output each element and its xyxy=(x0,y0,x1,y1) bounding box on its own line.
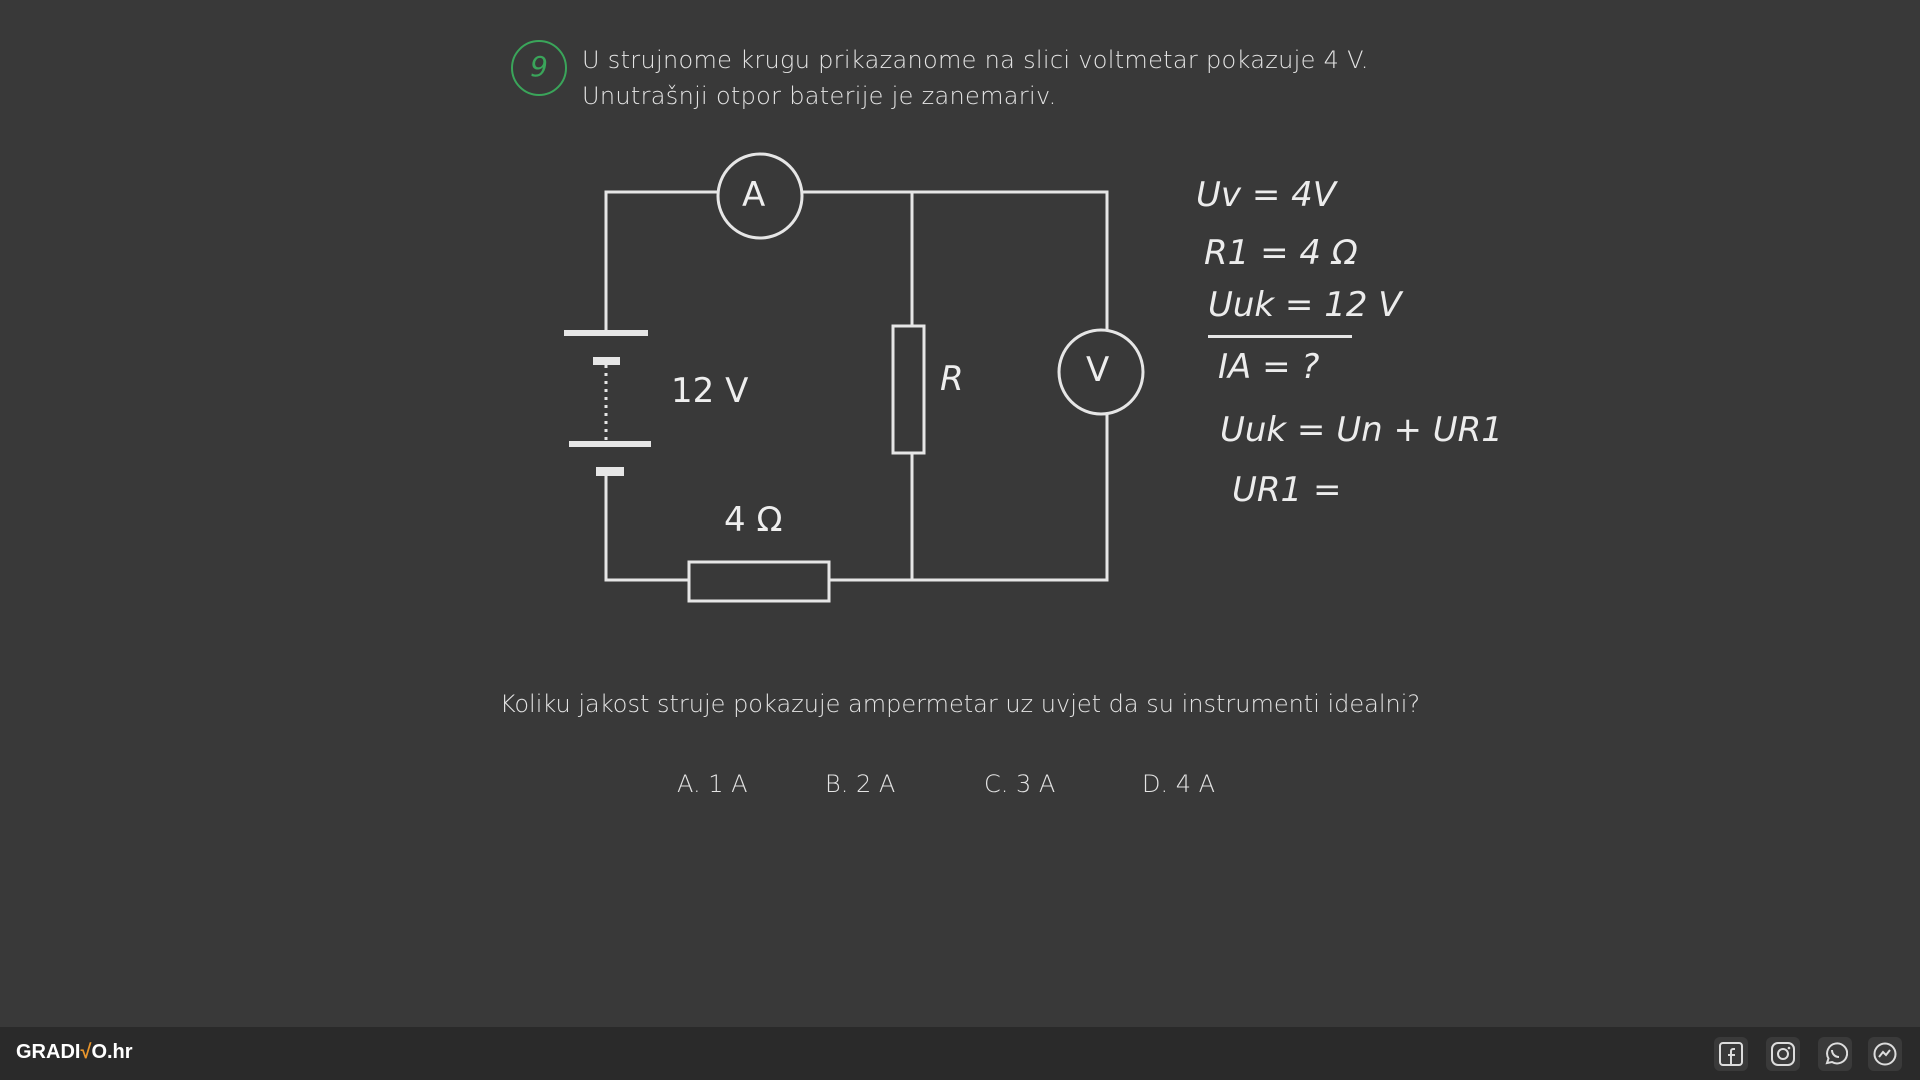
messenger-button[interactable] xyxy=(1868,1037,1902,1071)
ammeter-label: A xyxy=(742,175,766,215)
option-d[interactable]: D. 4 A xyxy=(1142,770,1216,798)
note-line: Uuk = Un + UR1 xyxy=(1220,410,1503,450)
instagram-icon xyxy=(1771,1042,1795,1066)
note-line: UR1 = xyxy=(1232,470,1342,510)
note-line: Uuk = 12 V xyxy=(1208,285,1402,325)
messenger-icon xyxy=(1873,1042,1897,1066)
logo-text: GRADI xyxy=(16,1041,81,1063)
option-c[interactable]: C. 3 A xyxy=(984,770,1056,798)
problem-text-line2: Unutrašnji otpor baterije je zanemariv. xyxy=(582,82,1057,110)
wire-right xyxy=(829,414,1109,582)
problem-text-line1: U strujnome krugu prikazanome na slici v… xyxy=(582,46,1369,74)
wire-bottom xyxy=(604,471,689,582)
gradivo-logo[interactable]: GRADI√O.hr xyxy=(16,1041,133,1064)
whatsapp-button[interactable] xyxy=(1818,1037,1852,1071)
resistor-r xyxy=(891,324,926,455)
note-line: Uv = 4V xyxy=(1196,175,1337,215)
circuit-diagram xyxy=(564,152,1145,603)
note-divider xyxy=(1208,335,1352,338)
wire-top xyxy=(604,190,1109,332)
problem-number: 9 xyxy=(511,40,567,96)
facebook-icon xyxy=(1719,1042,1743,1066)
logo-text: O.hr xyxy=(91,1041,133,1063)
instagram-button[interactable] xyxy=(1766,1037,1800,1071)
note-line: R1 = 4 Ω xyxy=(1204,233,1358,273)
battery-label: 12 V xyxy=(671,371,749,411)
ammeter xyxy=(716,152,804,240)
question-text: Koliku jakost struje pokazuje ampermetar… xyxy=(499,690,1421,718)
battery-icon xyxy=(564,330,651,476)
voltmeter-label: V xyxy=(1086,350,1110,390)
whatsapp-icon xyxy=(1825,1042,1848,1065)
resistor-r-label: R xyxy=(940,359,964,399)
option-a[interactable]: A. 1 A xyxy=(677,770,748,798)
resistor-4ohm xyxy=(687,560,831,603)
note-line: IA = ? xyxy=(1218,347,1320,387)
facebook-button[interactable] xyxy=(1714,1037,1748,1071)
voltmeter xyxy=(1057,328,1145,416)
logo-root-symbol: √ xyxy=(80,1041,92,1063)
resistor-4ohm-label: 4 Ω xyxy=(724,500,783,540)
footer: GRADI√O.hr xyxy=(0,1027,1920,1080)
option-b[interactable]: B. 2 A xyxy=(825,770,896,798)
